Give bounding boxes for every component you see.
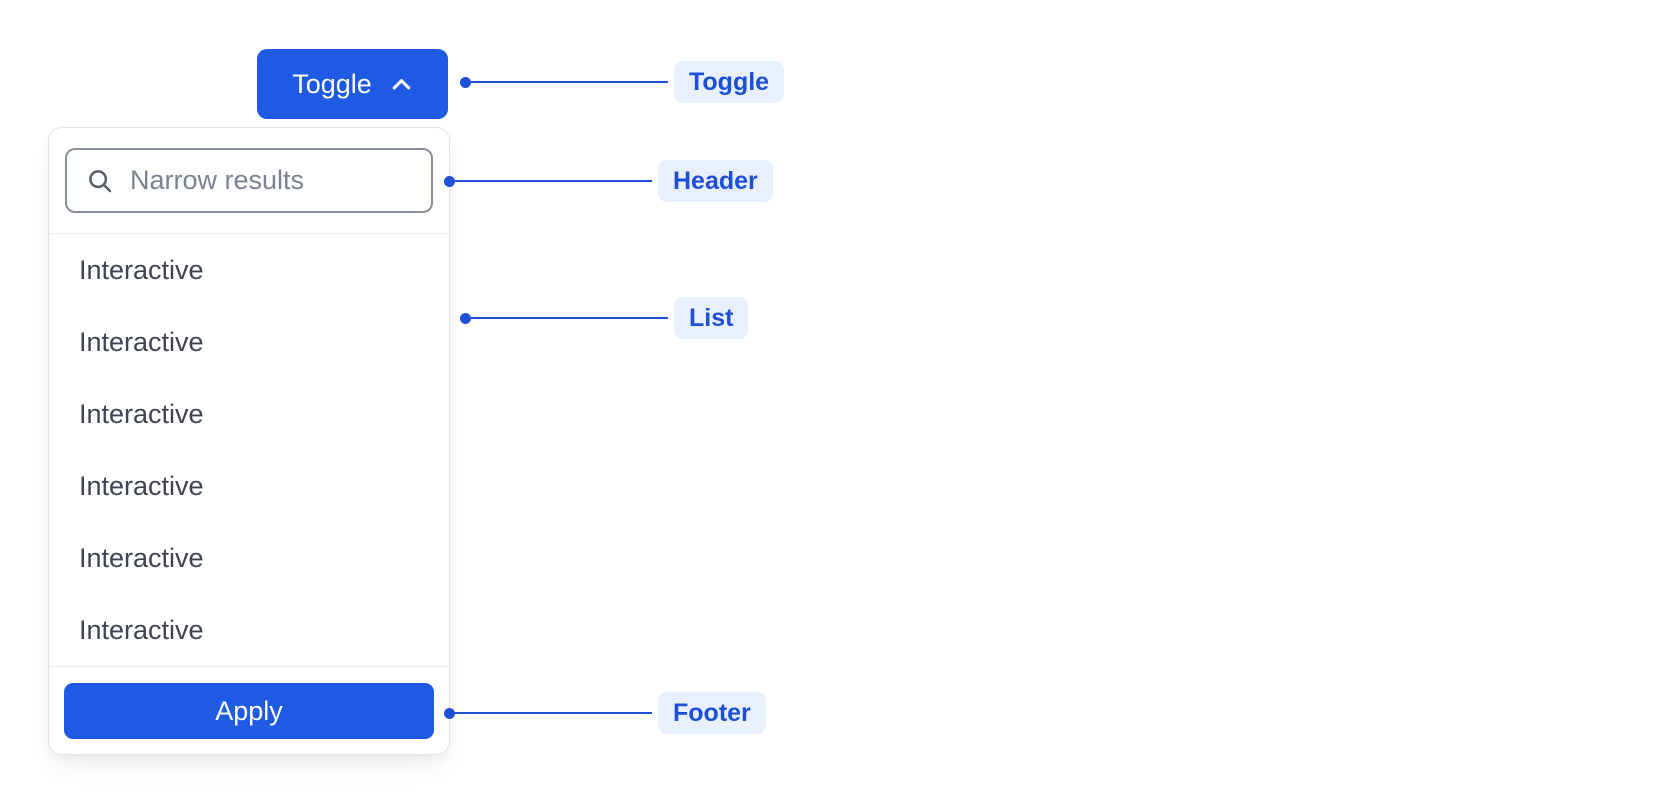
list-item[interactable]: Interactive <box>79 326 204 357</box>
list-item[interactable]: Interactive <box>79 254 204 285</box>
annotation-leader-line <box>455 179 652 183</box>
dropdown-footer: Apply <box>49 667 449 754</box>
list-item[interactable]: Interactive <box>79 470 204 501</box>
header-divider <box>49 233 449 234</box>
chevron-up-icon <box>390 73 413 96</box>
toggle-button[interactable]: Toggle <box>257 49 448 119</box>
annotation-dot <box>460 312 471 324</box>
search-box[interactable] <box>65 148 433 213</box>
footer-divider <box>49 666 449 667</box>
dropdown-header <box>49 128 449 233</box>
apply-button[interactable]: Apply <box>64 683 434 739</box>
annotation-label-footer: Footer <box>658 692 766 734</box>
annotation-leader-line <box>471 316 668 320</box>
search-icon <box>85 166 115 196</box>
annotation-leader-line <box>471 80 668 84</box>
search-input[interactable] <box>130 165 417 196</box>
toggle-button-label: Toggle <box>292 68 372 99</box>
annotation-label-list: List <box>674 297 749 339</box>
list-item[interactable]: Interactive <box>79 398 204 429</box>
annotation-list: List <box>460 297 749 339</box>
dropdown-panel: InteractiveInteractiveInteractiveInterac… <box>48 127 450 755</box>
annotation-footer: Footer <box>444 692 766 734</box>
list-item[interactable]: Interactive <box>79 542 204 573</box>
annotation-label-toggle: Toggle <box>674 61 785 103</box>
annotation-dot <box>460 76 471 88</box>
annotation-label-header: Header <box>658 160 773 202</box>
annotation-leader-line <box>455 711 652 715</box>
annotation-toggle: Toggle <box>460 61 785 103</box>
annotation-header: Header <box>444 160 773 202</box>
list-item[interactable]: Interactive <box>79 614 204 645</box>
